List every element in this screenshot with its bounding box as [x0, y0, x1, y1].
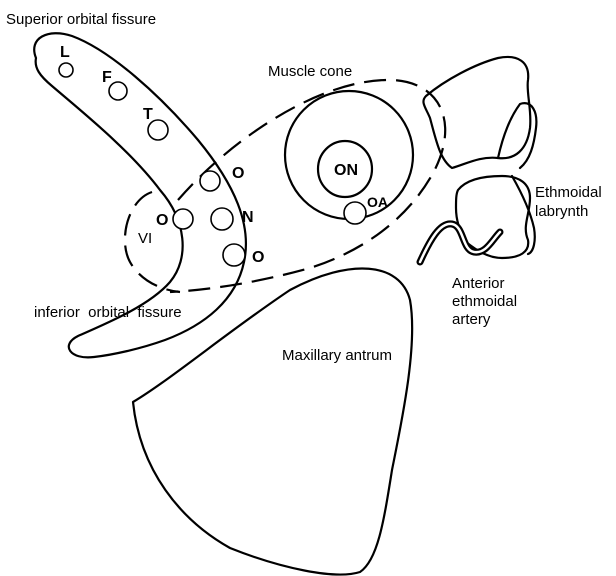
trochlear-nerve-circle — [148, 120, 168, 140]
label-ethmoidal-labrynth-1: Ethmoidal — [535, 184, 602, 201]
optic-nerve-sheath-outer — [285, 91, 413, 219]
label-inferior-orbital-fissure: inferior orbital fissure — [34, 304, 182, 321]
label-ethmoidal-labrynth-2: labrynth — [535, 203, 588, 220]
lacrimal-nerve-circle — [59, 63, 73, 77]
oculomotor-left-circle — [173, 209, 193, 229]
label-trochlear-nerve: T — [143, 106, 153, 123]
label-anterior-ethmoidal-artery-1: Anterior — [452, 275, 505, 292]
label-nasociliary: N — [242, 209, 254, 226]
ophthalmic-artery-circle — [344, 202, 366, 224]
label-muscle-cone: Muscle cone — [268, 63, 352, 80]
label-maxillary-antrum: Maxillary antrum — [282, 347, 392, 364]
label-superior-orbital-fissure: Superior orbital fissure — [6, 11, 156, 28]
label-frontal-nerve: F — [102, 69, 112, 86]
label-oculomotor-inferior: O — [252, 249, 264, 266]
label-ophthalmic-artery: OA — [367, 194, 388, 210]
label-optic-nerve: ON — [334, 162, 358, 179]
label-abducens: VI — [138, 230, 152, 247]
label-oculomotor-left: O — [156, 212, 168, 229]
label-anterior-ethmoidal-artery-3: artery — [452, 311, 491, 328]
label-oculomotor-superior: O — [232, 165, 244, 182]
nasociliary-nerve-circle — [211, 208, 233, 230]
label-lacrimal-nerve: L — [60, 44, 70, 61]
ethmoidal-cell-lower-side — [512, 176, 535, 254]
oculomotor-superior-circle — [200, 171, 220, 191]
oculomotor-inferior-circle — [223, 244, 245, 266]
label-anterior-ethmoidal-artery-2: ethmoidal — [452, 293, 517, 310]
